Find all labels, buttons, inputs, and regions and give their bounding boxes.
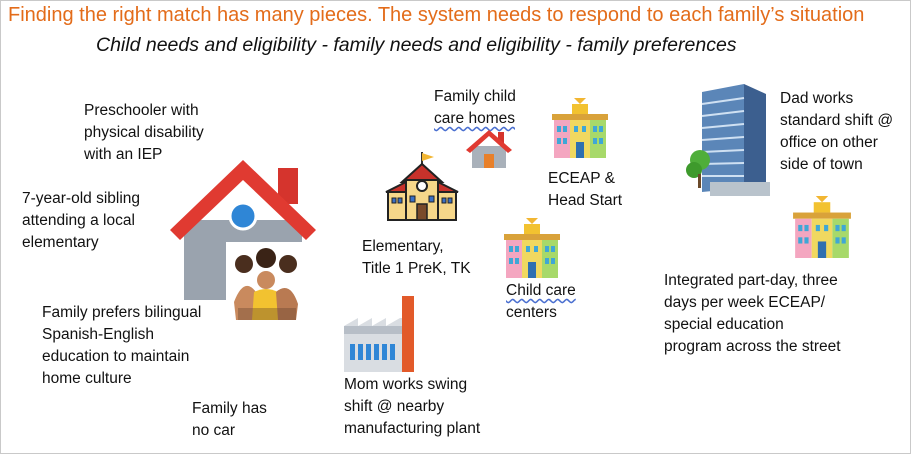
slide-title: Finding the right match has many pieces.… — [8, 4, 865, 26]
elementary-label: Elementary,Title 1 PreK, TK — [362, 238, 471, 277]
small-house-icon — [466, 130, 512, 168]
office-building-icon — [686, 84, 770, 196]
family-child-care-label: Family child care homes — [434, 88, 516, 127]
child-care-building-icon — [552, 98, 608, 158]
child-care-building-icon — [793, 196, 851, 258]
factory-icon — [344, 296, 414, 372]
child-care-building-icon — [504, 218, 560, 278]
family-photo-icon — [226, 242, 306, 322]
slide-subtitle: Child needs and eligibility - family nee… — [96, 34, 737, 56]
school-icon — [385, 152, 459, 221]
eceap-head-start-label: ECEAP &Head Start — [548, 170, 623, 209]
